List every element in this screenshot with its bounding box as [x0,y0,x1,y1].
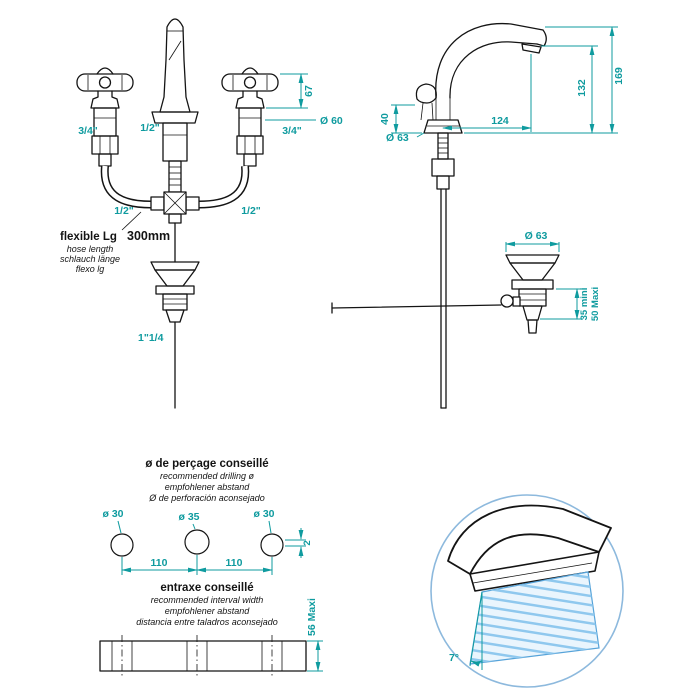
spout-wall-section [447,504,612,575]
hole-right-label: ø 30 [253,508,274,520]
hole-dimensions: ø 30 ø 35 ø 30 2 110 110 [102,508,313,575]
hole-left-label: ø 30 [102,508,123,520]
drilling-title: ø de perçage conseillé [145,458,268,470]
thickness-dimension: 56 Maxi [306,598,323,672]
flexible-translation-en: hose length [67,244,114,254]
thread-left-label: 3/4" [78,125,98,137]
flexible-note: flexible Lg 300mm hose length schlauch l… [60,211,170,274]
mixing-tee [163,191,187,263]
dim-diameter-60: Ø 60 [320,115,343,127]
drain-thread-label: 1"1/4 [138,332,164,344]
hole-center-label: ø 35 [178,511,199,523]
hose-right-label: 1/2" [241,205,261,217]
side-dimensions: 40 Ø 63 124 132 169 Ø 63 35 mini 50 Maxi [379,26,625,321]
dim-169: 169 [613,67,625,85]
drilling-diagram: ø de perçage conseillé recommended drill… [99,458,323,677]
dim-110-left: 110 [151,557,168,569]
counter-section [99,635,307,677]
front-dimensions: 67 Ø 60 3/4" 1/2" 3/4" 1/2" 1/2" 1"1/4 [78,73,343,344]
detail-ring [430,494,624,688]
dim-124: 124 [491,115,509,127]
dim-56-maxi: 56 Maxi [306,598,318,636]
flexible-translation-es: flexo lg [76,264,105,274]
drilling-translation-es: Ø de perforación aconsejado [148,493,265,503]
interval-title: entraxe conseillé [160,582,253,594]
front-drain [150,261,200,409]
left-handle [76,67,134,167]
dim-110-right: 110 [226,557,243,569]
thread-right-label: 3/4" [282,125,302,137]
dim-67: 67 [303,85,315,97]
aerator-housing [469,551,600,592]
side-spout [415,22,547,134]
interval-translation-en: recommended interval width [151,595,264,605]
thread-center-label: 1/2" [140,122,160,134]
interval-translation-de: empfohlener abstand [165,606,251,616]
side-view: 40 Ø 63 124 132 169 Ø 63 35 mini 50 Maxi [331,22,625,409]
dim-40: 40 [379,113,391,125]
flexible-hoses [100,165,250,211]
interval-translation-es: distancia entre taladros aconsejado [136,617,278,627]
side-underbody [431,132,455,409]
drill-holes [110,529,284,557]
flexible-value: 300mm [127,229,170,243]
dim-diameter-63-drain: Ø 63 [525,230,548,242]
dim-diameter-63-base: Ø 63 [386,132,409,144]
drilling-translation-de: empfohlener abstand [165,482,251,492]
flexible-label: flexible Lg [60,231,117,243]
aerator-face-line [472,562,593,584]
dim-35-mini: 35 mini [579,288,590,321]
spout-wall-bg [448,505,611,574]
right-handle [221,67,279,167]
spray-detail: 7° [430,494,624,688]
water-stream [469,571,600,665]
dim-offset-2: 2 [302,540,313,545]
front-spout [151,18,199,193]
spray-angle-label: 7° [449,652,459,664]
dim-132: 132 [576,79,588,97]
side-drain [500,254,560,334]
front-view: 67 Ø 60 3/4" 1/2" 3/4" 1/2" 1/2" 1"1/4 f… [60,18,343,409]
flexible-translation-de: schlauch länge [60,254,120,264]
hose-left-label: 1/2" [114,205,134,217]
drilling-translation-en: recommended drilling ø [160,471,255,481]
dim-50-maxi: 50 Maxi [590,287,601,321]
spray-angle-indicator: 7° [449,591,483,670]
pop-up-rod [331,302,502,314]
